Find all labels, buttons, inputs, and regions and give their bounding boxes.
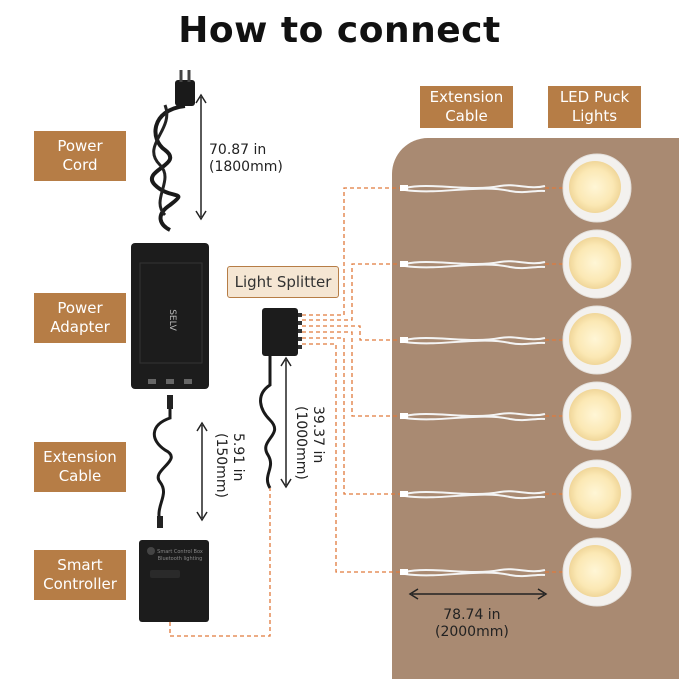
extension-cable-top-label: Extension Cable	[420, 86, 513, 128]
extension-cable-long	[404, 260, 546, 270]
smart-controller: Smart Control Box Bluetooth lighting	[139, 540, 209, 622]
led-puck-lens	[569, 467, 621, 519]
cable-connector	[400, 185, 408, 191]
power-cord	[150, 70, 195, 232]
extension-cable-long	[404, 184, 546, 194]
controller-text-1: Smart Control Box	[157, 549, 203, 555]
cable-connector	[400, 261, 408, 267]
extension-cable-left-label: Extension Cable	[34, 442, 126, 492]
extension-cable-short	[152, 395, 173, 528]
extension-cable-long	[404, 336, 546, 346]
cable-connector	[400, 413, 408, 419]
power-cord-label: Power Cord	[34, 131, 126, 181]
cable-connector	[400, 569, 408, 575]
led-puck-lens	[569, 313, 621, 365]
extension-and-puck-rows	[400, 153, 632, 607]
page-title: How to connect	[178, 10, 501, 51]
controller-splitter-connection	[169, 488, 271, 637]
led-puck-lights-label: LED Puck Lights	[548, 86, 641, 128]
smart-controller-label: Smart Controller	[34, 550, 126, 600]
led-puck-lens	[569, 237, 621, 289]
led-puck-lens	[569, 389, 621, 441]
led-panel-background	[392, 138, 679, 679]
extension-long-length: 78.74 in (2000mm)	[435, 607, 509, 640]
power-adapter: SELV	[131, 243, 209, 389]
light-splitter-label: Light Splitter	[227, 266, 339, 298]
cable-connector	[400, 491, 408, 497]
led-puck-lens	[569, 161, 621, 213]
led-puck-lens	[569, 545, 621, 597]
adapter-brand-text: SELV	[167, 309, 177, 331]
cable-connector	[400, 337, 408, 343]
extension-cable-long	[404, 568, 546, 578]
extension-cable-long	[404, 412, 546, 422]
light-splitter	[262, 308, 302, 356]
splitter-dimension-arrow	[280, 356, 292, 489]
power-cord-dimension-arrow	[195, 93, 207, 221]
power-adapter-label: Power Adapter	[34, 293, 126, 343]
extension-cable-long	[404, 490, 546, 500]
splitter-cable	[259, 355, 277, 489]
extension-long-dimension-arrow	[408, 588, 548, 600]
extension-short-dimension-arrow	[196, 421, 208, 522]
power-cord-length: 70.87 in (1800mm)	[209, 142, 283, 175]
splitter-output-connections	[302, 187, 405, 573]
controller-text-2: Bluetooth lighting	[158, 556, 203, 562]
